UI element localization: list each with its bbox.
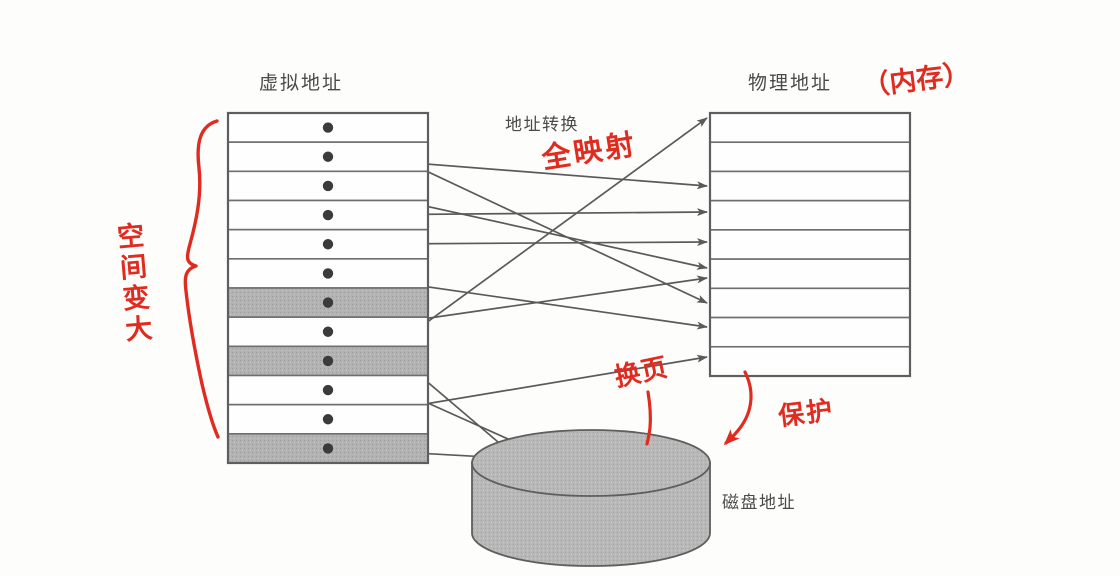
physical-row	[709, 229, 911, 260]
virtual-row-dot	[322, 268, 334, 279]
swap-pointer-stroke	[645, 390, 652, 446]
physical-row	[709, 170, 911, 202]
virtual-row-dot	[322, 239, 334, 250]
virtual-address-table	[226, 111, 430, 465]
physical-row	[709, 199, 911, 231]
virtual-row-dot	[322, 414, 334, 425]
virtual-row-dot	[322, 151, 334, 162]
protect-arrow-stroke	[723, 370, 753, 446]
virtual-row-dot	[322, 384, 334, 396]
virtual-address-title: 虚拟地址	[259, 72, 344, 94]
disk-top	[471, 429, 711, 497]
physical-row	[709, 112, 911, 144]
red-annotation-strokes	[183, 119, 753, 446]
physical-row	[709, 141, 911, 173]
virtual-row-dot	[322, 122, 334, 133]
physical-address-table	[708, 111, 912, 378]
physical-row	[709, 316, 911, 348]
virtual-row-dot	[322, 326, 334, 337]
disk-address-label: 磁盘地址	[722, 493, 796, 513]
protection-annotation: 保护	[776, 395, 836, 433]
virtual-row-dot	[322, 443, 334, 454]
disk-cylinder	[471, 429, 711, 567]
virtual-row-dot	[322, 209, 334, 221]
address-translation-label: 地址转换	[505, 115, 579, 135]
virtual-row-dots	[322, 122, 334, 454]
virtual-row-dot	[322, 297, 334, 308]
physical-row	[709, 287, 911, 319]
physical-address-title: 物理地址	[748, 72, 833, 94]
virtual-row-dot	[322, 180, 334, 192]
physical-row	[709, 258, 911, 290]
virtual-row-dot	[322, 355, 334, 367]
left-brace-stroke	[183, 119, 220, 439]
physical-row	[709, 345, 911, 377]
